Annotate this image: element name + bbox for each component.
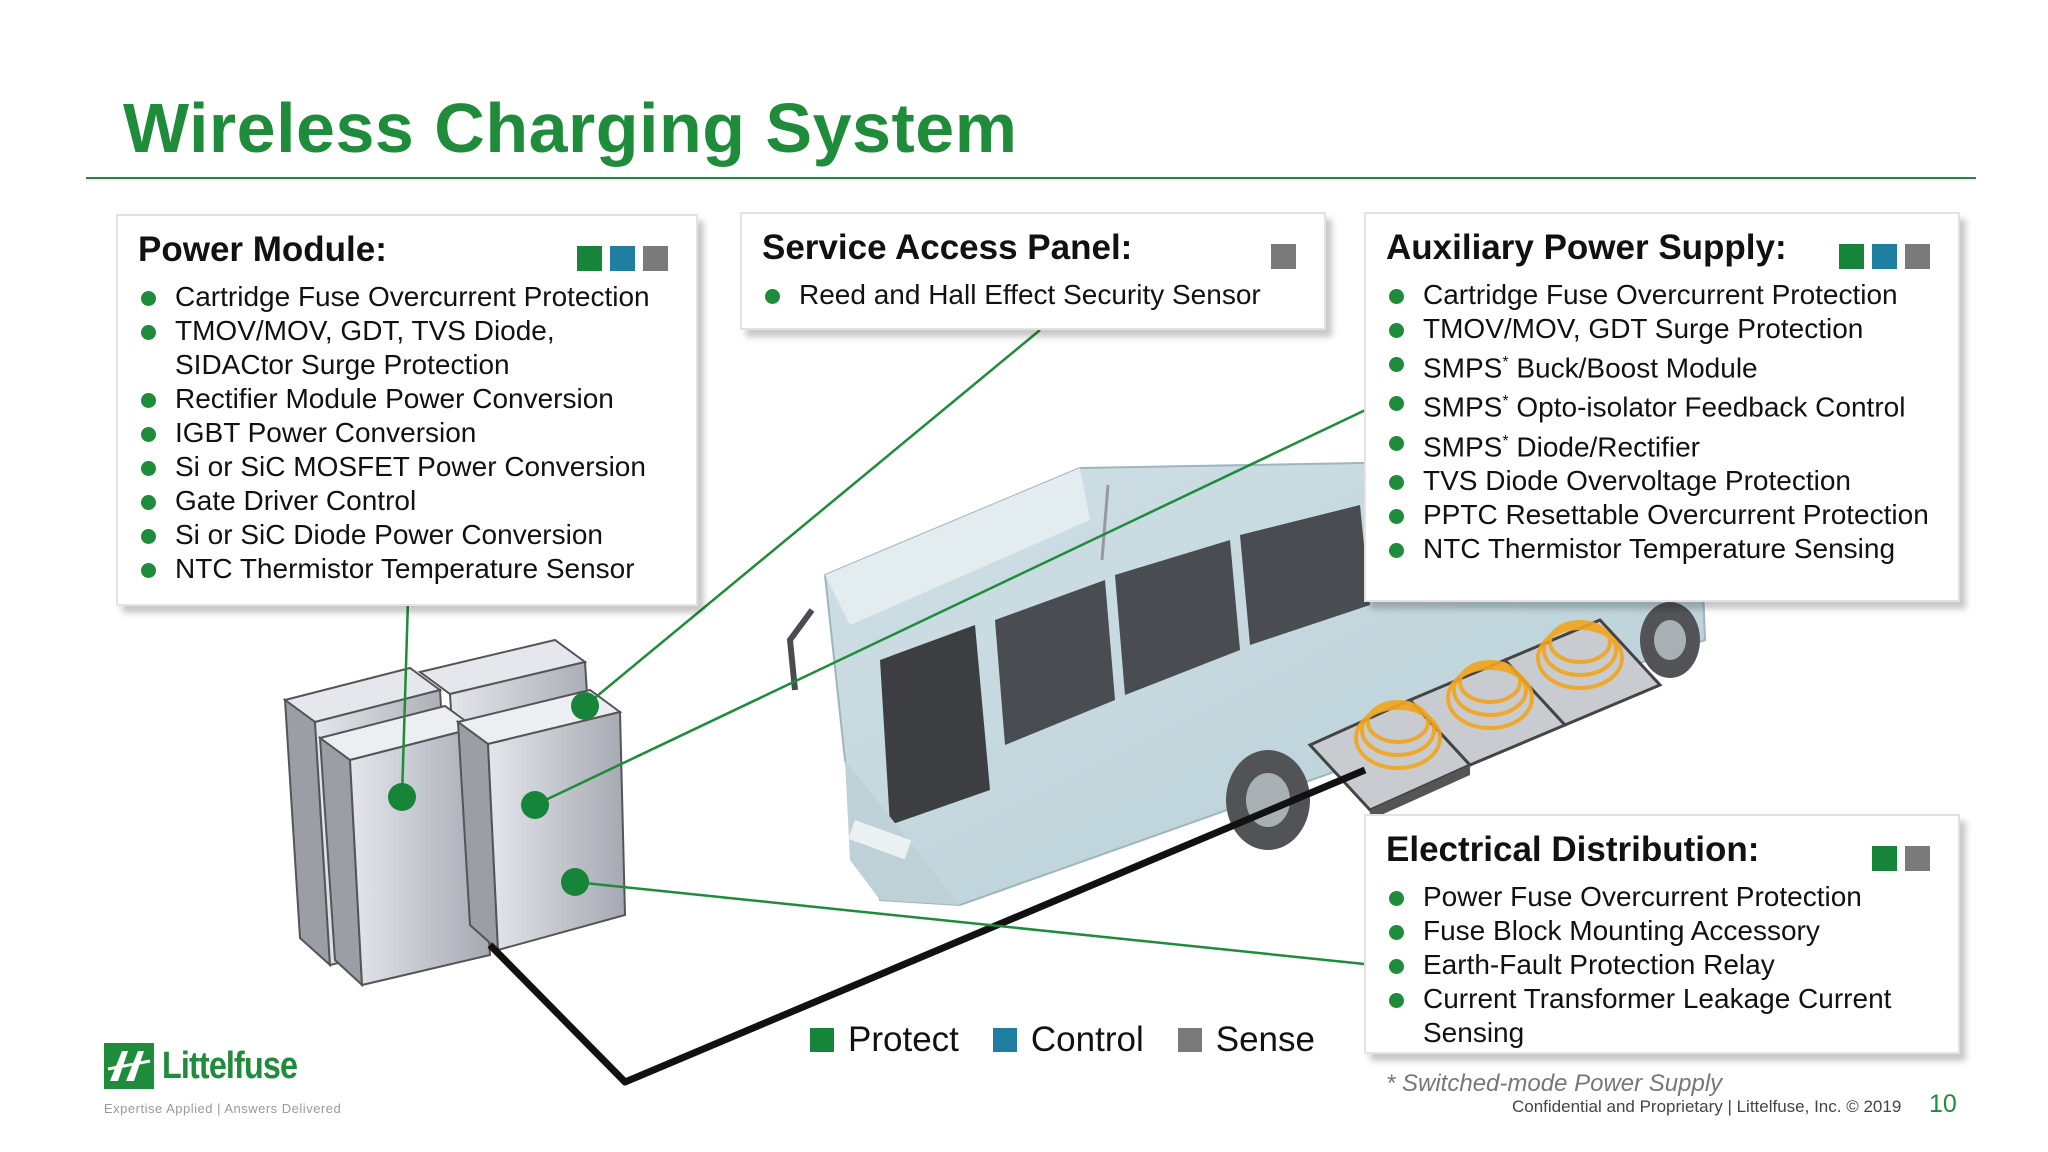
list-item: TVS Diode Overvoltage Protection (1386, 464, 1938, 498)
list-item: Gate Driver Control (138, 484, 676, 518)
list-item: Reed and Hall Effect Security Sensor (762, 278, 1304, 312)
list-item: IGBT Power Conversion (138, 416, 676, 450)
littelfuse-logo-icon (104, 1043, 154, 1089)
bullet-list: Reed and Hall Effect Security Sensor (762, 278, 1304, 312)
leader-lines (400, 329, 1377, 967)
charging-pads (1307, 618, 1663, 820)
list-item: Si or SiC Diode Power Conversion (138, 518, 676, 552)
bullet-list: Power Fuse Overcurrent Protection Fuse B… (1386, 880, 1938, 1050)
title-rule (86, 177, 1976, 179)
list-item: TMOV/MOV, GDT Surge Protection (1386, 312, 1938, 346)
list-item: SMPS* Diode/Rectifier (1386, 425, 1938, 464)
logo-wordmark: Littelfuse (162, 1045, 298, 1087)
protect-square-icon (810, 1028, 834, 1052)
sense-square-icon (1905, 846, 1930, 871)
protect-square-icon (1839, 244, 1864, 269)
auxiliary-power-panel: Auxiliary Power Supply: Cartridge Fuse O… (1364, 212, 1960, 602)
slide-title: Wireless Charging System (123, 89, 1018, 167)
legend: Protect Control Sense (810, 1020, 1349, 1060)
sense-square-icon (1271, 244, 1296, 269)
page-number: 10 (1929, 1090, 1957, 1118)
logo-tagline: Expertise Applied | Answers Delivered (104, 1101, 342, 1116)
legend-control: Control (1030, 1020, 1144, 1059)
bullet-list: Cartridge Fuse Overcurrent Protection TM… (1386, 278, 1938, 566)
power-cabinets (282, 638, 627, 988)
category-squares (1263, 244, 1296, 269)
control-square-icon (992, 1028, 1017, 1052)
ground-cable (487, 766, 1367, 1086)
sense-square-icon (643, 246, 668, 271)
list-item: Current Transformer Leakage Current Sens… (1386, 982, 1938, 1050)
list-item: PPTC Resettable Overcurrent Protection (1386, 498, 1938, 532)
list-item: TMOV/MOV, GDT, TVS Diode, SIDACtor Surge… (138, 314, 676, 382)
panel-heading: Service Access Panel: (762, 228, 1133, 267)
list-item: NTC Thermistor Temperature Sensor (138, 552, 676, 586)
control-square-icon (610, 246, 635, 271)
list-item: Cartridge Fuse Overcurrent Protection (138, 280, 676, 314)
leader-dots (388, 692, 599, 896)
bullet-list: Cartridge Fuse Overcurrent Protection TM… (138, 280, 676, 586)
control-square-icon (1872, 244, 1897, 269)
sense-square-icon (1905, 244, 1930, 269)
panel-heading: Power Module: (138, 230, 387, 269)
list-item: Fuse Block Mounting Accessory (1386, 914, 1938, 948)
panel-heading: Electrical Distribution: (1386, 830, 1760, 869)
list-item: Si or SiC MOSFET Power Conversion (138, 450, 676, 484)
littelfuse-logo: Littelfuse Expertise Applied | Answers D… (104, 1043, 341, 1116)
confidential-notice: Confidential and Proprietary | Littelfus… (1512, 1097, 1902, 1116)
legend-protect: Protect (848, 1020, 959, 1059)
list-item: Power Fuse Overcurrent Protection (1386, 880, 1938, 914)
list-item: Cartridge Fuse Overcurrent Protection (1386, 278, 1938, 312)
footnote: * Switched-mode Power Supply (1386, 1070, 1723, 1097)
list-item: Rectifier Module Power Conversion (138, 382, 676, 416)
category-squares (569, 246, 668, 271)
list-item: SMPS* Opto-isolator Feedback Control (1386, 385, 1938, 424)
category-squares (1864, 846, 1930, 871)
list-item: NTC Thermistor Temperature Sensing (1386, 532, 1938, 566)
list-item: Earth-Fault Protection Relay (1386, 948, 1938, 982)
protect-square-icon (577, 246, 602, 271)
list-item: SMPS* Buck/Boost Module (1386, 346, 1938, 385)
legend-sense: Sense (1215, 1020, 1315, 1059)
panel-heading: Auxiliary Power Supply: (1386, 228, 1787, 267)
sense-square-icon (1177, 1028, 1202, 1052)
protect-square-icon (1872, 846, 1897, 871)
service-access-panel: Service Access Panel: Reed and Hall Effe… (740, 212, 1326, 330)
power-module-panel: Power Module: Cartridge Fuse Overcurrent… (116, 214, 698, 606)
electrical-distribution-panel: Electrical Distribution: Power Fuse Over… (1364, 814, 1960, 1054)
category-squares (1831, 244, 1930, 269)
